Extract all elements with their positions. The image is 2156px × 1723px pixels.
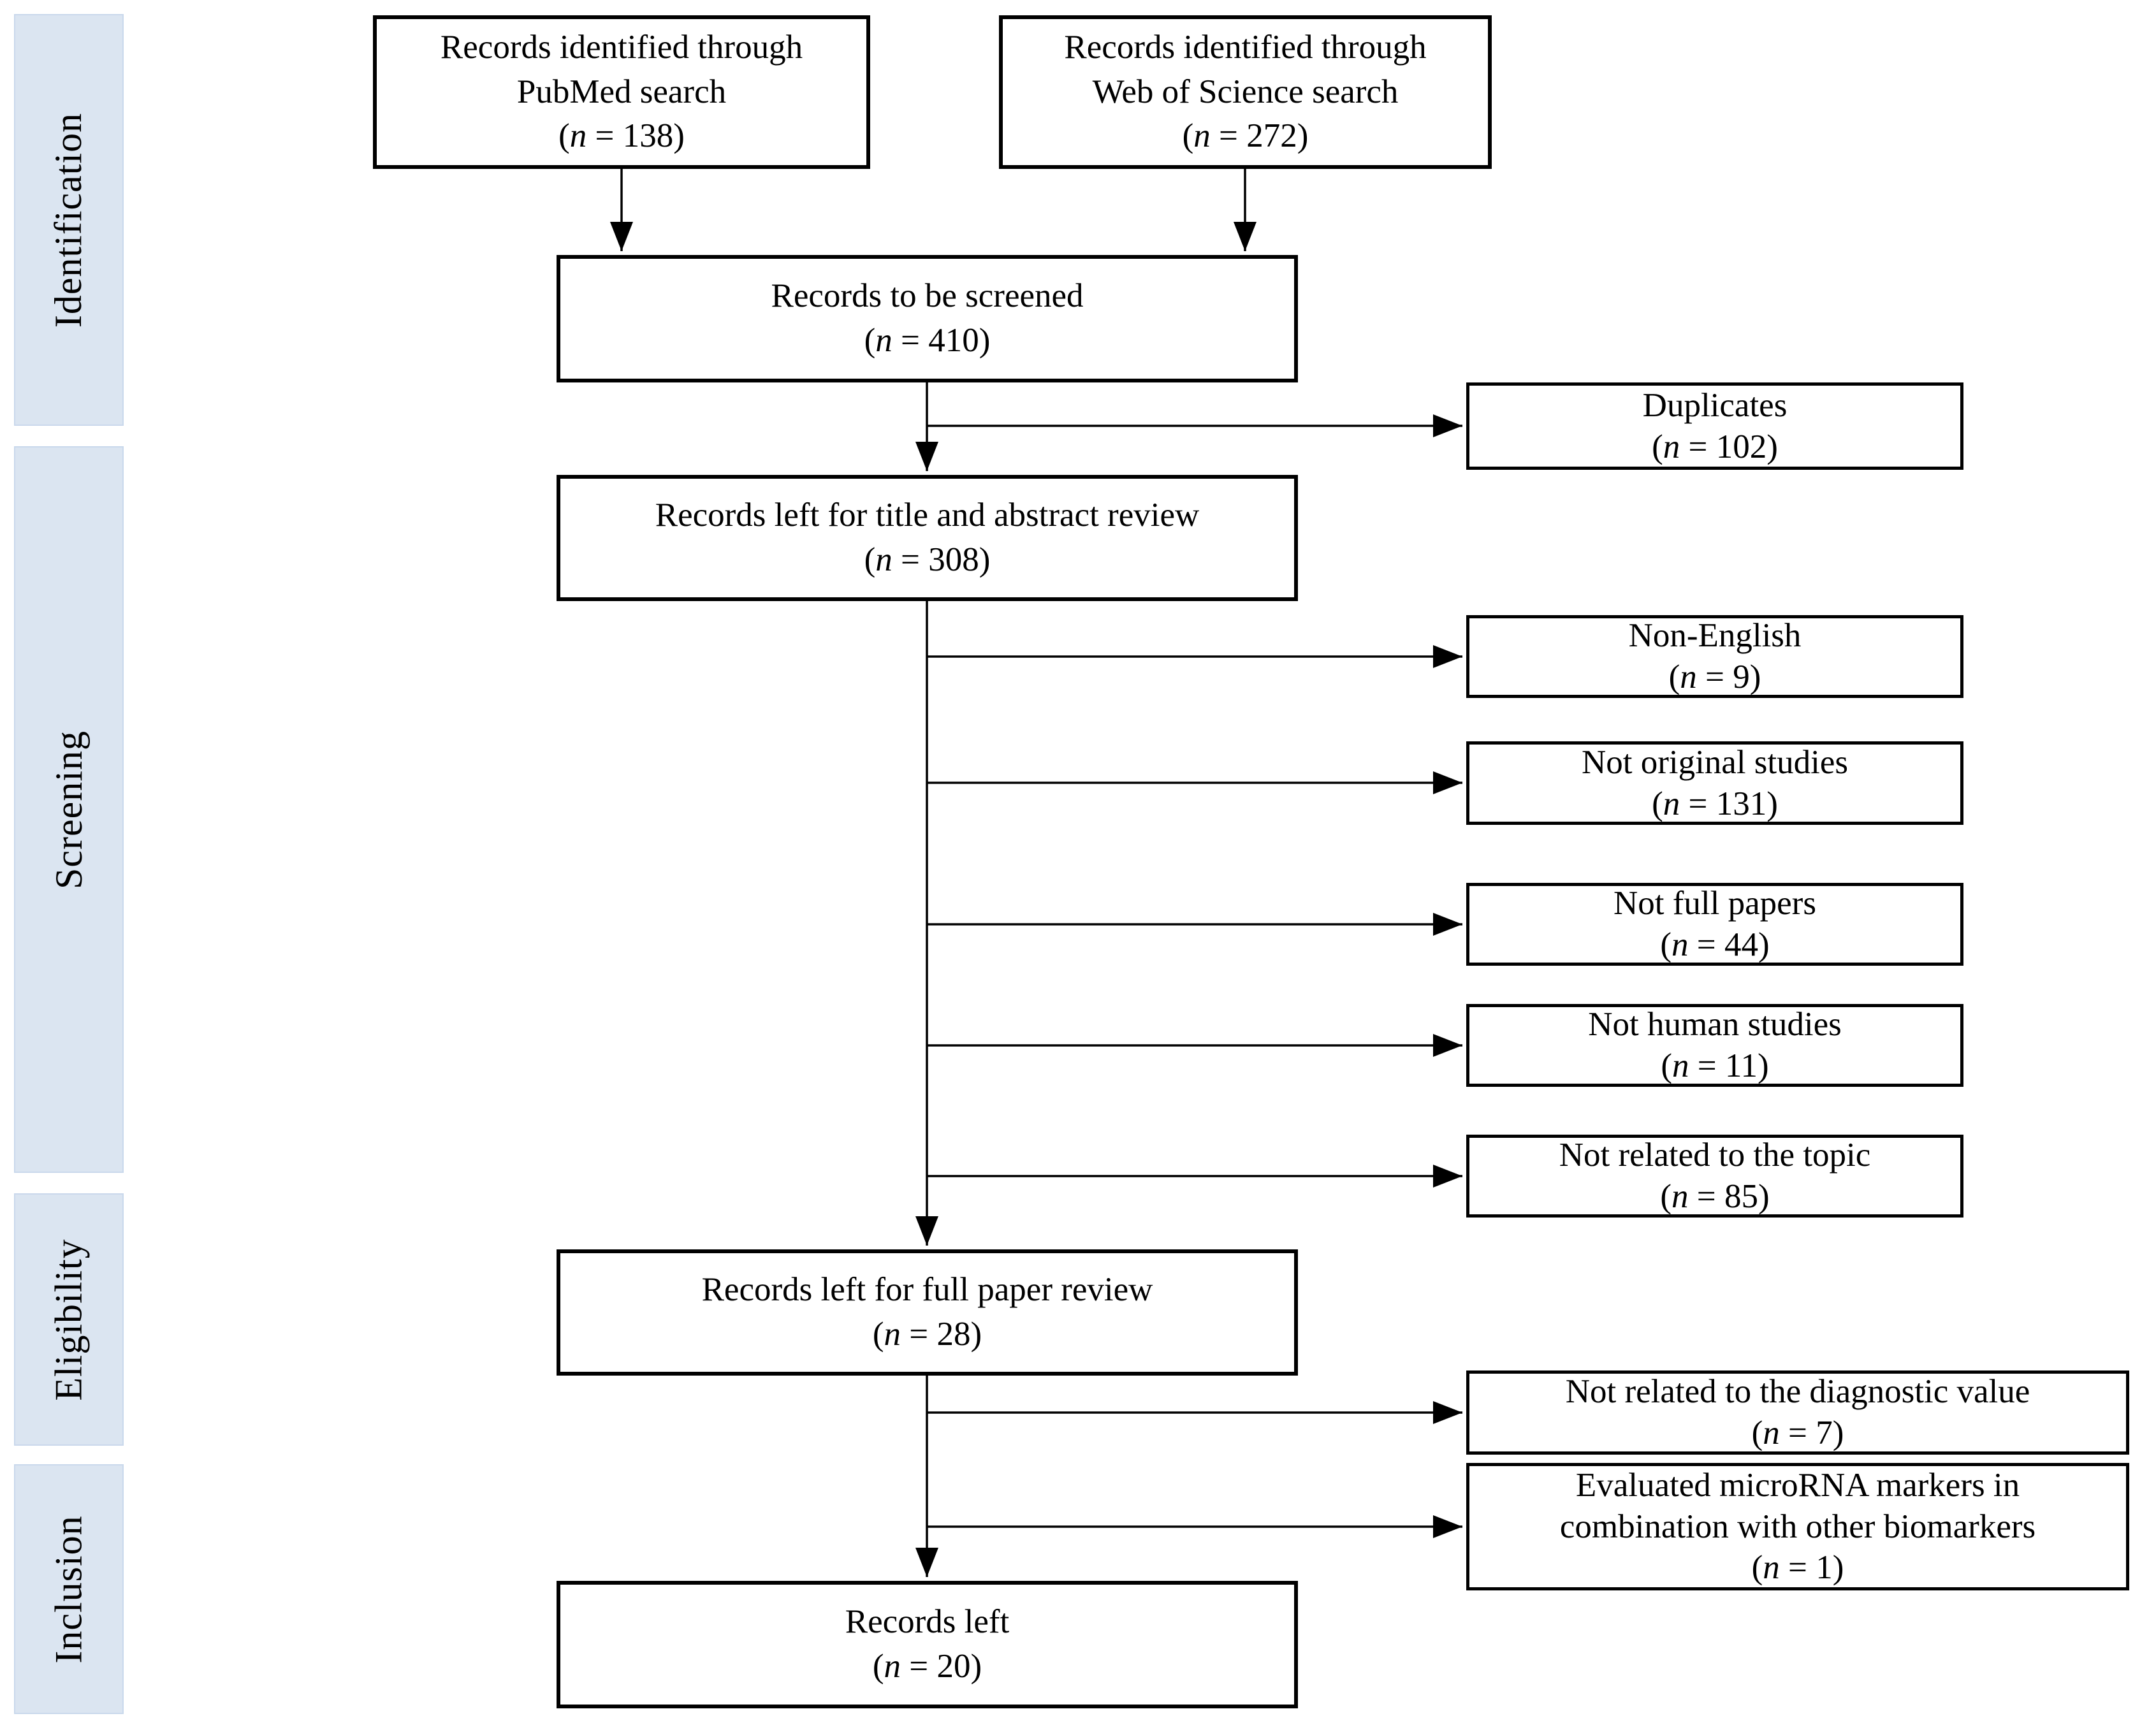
- box-excluded-not-related-topic: Not related to the topic (n = 85): [1466, 1135, 1963, 1218]
- n-variable: n: [1763, 1414, 1780, 1451]
- box-label: Evaluated microRNA markers in combinatio…: [1559, 1467, 2036, 1545]
- n-variable: n: [1672, 926, 1689, 963]
- box-records-web-of-science: Records identified through Web of Scienc…: [999, 15, 1492, 169]
- n-value: 11: [1724, 1047, 1758, 1084]
- box-label: Records left: [845, 1603, 1010, 1641]
- stage-screening: Screening: [14, 446, 124, 1173]
- n-value: 28: [936, 1316, 971, 1353]
- stage-eligibility: Eligibility: [14, 1193, 124, 1446]
- n-variable: n: [884, 1316, 901, 1353]
- box-count: (n = 102): [1652, 428, 1778, 465]
- n-value: 308: [928, 541, 979, 578]
- box-excluded-not-diagnostic-value: Not related to the diagnostic value (n =…: [1466, 1370, 2129, 1455]
- box-label: Records identified through PubMed search: [440, 28, 803, 110]
- box-count: (n = 44): [1660, 926, 1770, 963]
- box-count: (n = 9): [1668, 658, 1761, 695]
- box-label: Not human studies: [1588, 1006, 1842, 1043]
- box-records-to-be-screened: Records to be screened (n = 410): [557, 255, 1298, 382]
- box-excluded-not-human: Not human studies (n = 11): [1466, 1004, 1963, 1087]
- box-excluded-duplicates: Duplicates (n = 102): [1466, 382, 1963, 470]
- n-value: 272: [1246, 117, 1297, 155]
- n-value: 131: [1715, 785, 1767, 822]
- box-count: (n = 138): [558, 117, 685, 155]
- box-label: Records left for title and abstract revi…: [655, 497, 1200, 534]
- n-value: 85: [1724, 1178, 1758, 1215]
- box-excluded-non-english: Non-English (n = 9): [1466, 615, 1963, 698]
- box-label: Not original studies: [1581, 743, 1849, 781]
- box-records-pubmed: Records identified through PubMed search…: [373, 15, 870, 169]
- stage-label: Screening: [47, 730, 90, 889]
- n-variable: n: [1663, 428, 1680, 465]
- n-variable: n: [1763, 1549, 1780, 1587]
- stage-label: Eligibility: [47, 1238, 90, 1401]
- box-count: (n = 410): [864, 322, 991, 359]
- stage-inclusion: Inclusion: [14, 1464, 124, 1714]
- n-value: 138: [622, 117, 674, 155]
- n-variable: n: [875, 322, 892, 359]
- box-records-left: Records left (n = 20): [557, 1581, 1298, 1708]
- n-value: 20: [936, 1648, 971, 1685]
- box-count: (n = 28): [872, 1316, 982, 1353]
- n-variable: n: [1672, 1178, 1689, 1215]
- box-count: (n = 20): [872, 1648, 982, 1685]
- box-count: (n = 308): [864, 541, 991, 578]
- box-excluded-not-original: Not original studies (n = 131): [1466, 741, 1963, 825]
- box-label: Duplicates: [1642, 386, 1788, 424]
- box-label: Not full papers: [1613, 885, 1816, 922]
- box-count: (n = 131): [1652, 785, 1778, 822]
- n-variable: n: [1663, 785, 1680, 822]
- n-value: 102: [1715, 428, 1767, 465]
- box-excluded-not-full-papers: Not full papers (n = 44): [1466, 883, 1963, 966]
- box-count: (n = 7): [1751, 1414, 1844, 1451]
- n-value: 410: [928, 322, 979, 359]
- n-value: 7: [1816, 1414, 1833, 1451]
- n-value: 9: [1733, 658, 1750, 695]
- n-variable: n: [569, 117, 587, 155]
- box-excluded-microrna-combination: Evaluated microRNA markers in combinatio…: [1466, 1463, 2129, 1590]
- box-count: (n = 272): [1182, 117, 1309, 155]
- stage-identification: Identification: [14, 14, 124, 426]
- box-label: Records identified through Web of Scienc…: [1064, 28, 1427, 110]
- stage-label: Inclusion: [47, 1515, 90, 1664]
- box-title-abstract-review: Records left for title and abstract revi…: [557, 475, 1298, 601]
- n-variable: n: [875, 541, 892, 578]
- n-variable: n: [1193, 117, 1211, 155]
- n-value: 44: [1724, 926, 1758, 963]
- box-label: Not related to the topic: [1559, 1137, 1871, 1174]
- n-variable: n: [884, 1648, 901, 1685]
- box-label: Records to be screened: [771, 277, 1084, 315]
- box-label: Records left for full paper review: [701, 1271, 1153, 1309]
- box-label: Not related to the diagnostic value: [1565, 1373, 2030, 1411]
- n-variable: n: [1680, 658, 1697, 695]
- n-value: 1: [1816, 1549, 1833, 1587]
- n-variable: n: [1672, 1047, 1689, 1084]
- box-count: (n = 11): [1661, 1047, 1769, 1084]
- stage-label: Identification: [47, 112, 90, 328]
- box-count: (n = 85): [1660, 1178, 1770, 1215]
- box-label: Non-English: [1628, 617, 1802, 655]
- box-count: (n = 1): [1751, 1549, 1844, 1587]
- box-full-paper-review: Records left for full paper review (n = …: [557, 1249, 1298, 1376]
